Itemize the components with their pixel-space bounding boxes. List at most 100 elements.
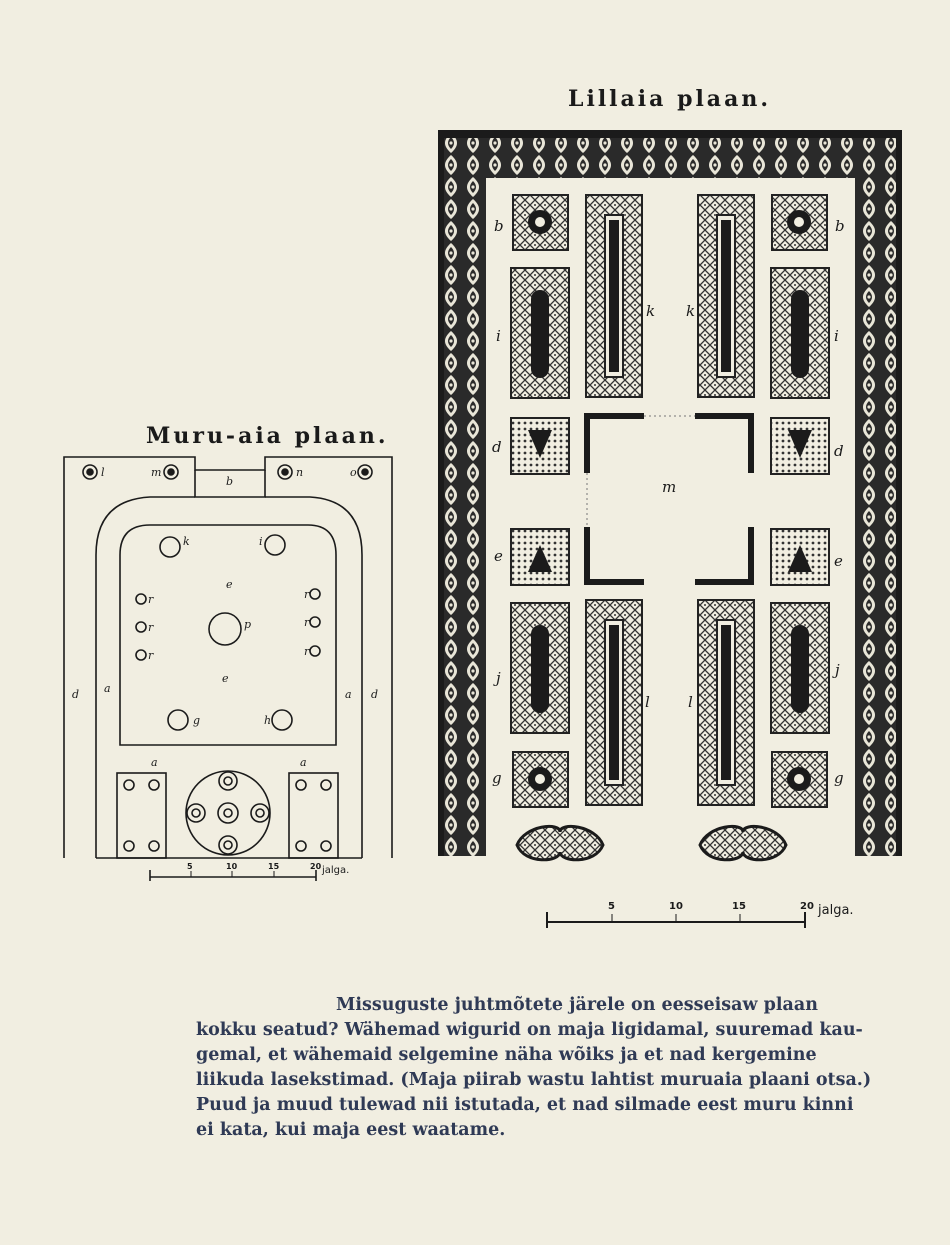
lawn-label-a-right: a [345, 688, 352, 701]
garden-right-border [855, 138, 902, 856]
bed-j-right [770, 602, 830, 734]
lawn-scale-tick-10: 10 [226, 862, 238, 871]
lawn-label-r-6: r [304, 645, 310, 658]
label-e-right: e [834, 552, 843, 570]
label-m: m [662, 478, 676, 496]
label-l-right: l [688, 693, 693, 711]
paragraph-line: Puud ja muud tulewad nii istutada, et na… [196, 1095, 854, 1115]
lawn-scale-tick-20: 20 [310, 862, 322, 871]
lawn-bed-right [288, 772, 339, 859]
shrubs-r-left [135, 593, 147, 661]
lawn-label-d-right: d [371, 688, 378, 701]
lawn-label-n: n [296, 466, 303, 479]
garden-scale-bar: 5 10 15 20 jalga. [546, 901, 854, 928]
bottom-ornament-right [698, 824, 788, 862]
lawn-garden-plan [63, 456, 393, 859]
tree-i [264, 534, 286, 556]
lawn-scale-tick-15: 15 [268, 862, 280, 871]
label-k-left: k [646, 302, 655, 320]
lawn-scale-bar: 5 10 15 20 jalga. [149, 862, 349, 881]
label-e-left: e [494, 547, 503, 565]
lawn-label-r-2: r [148, 621, 154, 634]
tree-m [163, 464, 179, 480]
lawn-label-e-bottom: e [222, 672, 229, 685]
label-d-right: d [834, 442, 844, 460]
label-g-left: g [492, 769, 502, 787]
central-flower-bed [185, 770, 271, 856]
bed-j-left [510, 602, 570, 734]
label-j-left: j [493, 669, 501, 687]
bed-l-right [697, 599, 755, 806]
lawn-garden-plan-title: Muru-aia plaan. [146, 423, 389, 449]
lawn-path-outer [95, 496, 363, 858]
lawn-central-area [119, 524, 337, 746]
lawn-scale-tick-5: 5 [187, 862, 193, 871]
lawn-label-p: p [244, 618, 251, 631]
lawn-label-o: o [350, 466, 357, 479]
lawn-label-h: h [264, 714, 271, 727]
bed-g-right [771, 751, 828, 808]
paragraph-line: kokku seatud? Wähemad wigurid on maja li… [196, 1020, 863, 1040]
lawn-label-a-bottom-right: a [300, 756, 307, 769]
lawn-label-a-left: a [104, 682, 111, 695]
lawn-label-l: l [101, 466, 105, 479]
label-d-left: d [492, 438, 502, 456]
garden-scale-tick-20: 20 [800, 901, 814, 912]
paragraph-line: ei kata, kui maja eest waatame. [196, 1120, 506, 1140]
bed-k-right [697, 194, 755, 398]
lawn-label-g: g [193, 714, 200, 727]
paragraph-line: liikuda lasekstimad. (Maja piirab wastu … [196, 1070, 872, 1090]
lawn-label-r-5: r [304, 616, 310, 629]
lawn-bed-left [116, 772, 167, 859]
body-paragraph: Missuguste juhtmõtete järele on eesseisa… [196, 993, 872, 1143]
lawn-label-d-left: d [72, 688, 79, 701]
flower-garden-plan-title: Lillaia plaan. [568, 86, 771, 112]
lawn-label-m: m [151, 466, 161, 479]
bed-g-left [512, 751, 569, 808]
garden-scale-unit: jalga. [817, 903, 854, 918]
bed-i-right [770, 267, 830, 399]
bed-k-left [585, 194, 643, 398]
garden-top-border [486, 138, 855, 178]
tree-h [271, 709, 293, 731]
flower-garden-plan: b b i i k k d d m e e j j l l g g [438, 130, 902, 928]
lawn-label-r-3: r [148, 649, 154, 662]
garden-scale-tick-10: 10 [669, 901, 683, 912]
tree-o [357, 464, 373, 480]
bed-b-left [512, 194, 569, 251]
paragraph-line: Missuguste juhtmõtete järele on eesseisa… [336, 995, 818, 1015]
label-i-right: i [834, 327, 839, 345]
bed-l-left [585, 599, 643, 806]
lawn-label-k: k [183, 535, 190, 548]
bottom-ornament-left [515, 824, 605, 862]
lawn-outer-boundary [63, 456, 393, 858]
garden-top-edge [442, 130, 902, 138]
lawn-scale-unit: jalga. [321, 865, 349, 876]
lawn-label-b: b [226, 475, 233, 488]
label-l-left: l [645, 693, 650, 711]
label-g-right: g [834, 769, 844, 787]
label-b-right: b [835, 217, 845, 235]
garden-left-border [442, 138, 486, 856]
lawn-label-a-bottom-left: a [151, 756, 158, 769]
tree-n [277, 464, 293, 480]
tree-l [82, 464, 98, 480]
paragraph-line: gemal, et wähemaid selgemine näha wõiks … [196, 1045, 817, 1065]
lawn-label-r-4: r [304, 588, 310, 601]
bed-i-left [510, 267, 570, 399]
label-i-left: i [496, 327, 501, 345]
label-j-right: j [832, 661, 840, 679]
label-k-right: k [686, 302, 695, 320]
garden-scale-tick-5: 5 [608, 901, 615, 912]
bed-b-right [771, 194, 828, 251]
lawn-labels: l m b n o k i e r r r r r r p e d a a d … [72, 466, 378, 769]
lawn-label-i: i [259, 535, 263, 548]
shrubs-r-right [309, 588, 321, 657]
lawn-label-r-1: r [148, 593, 154, 606]
tree-p [208, 612, 242, 646]
tree-k [159, 536, 181, 558]
central-area-m [584, 413, 754, 585]
label-b-left: b [494, 217, 504, 235]
